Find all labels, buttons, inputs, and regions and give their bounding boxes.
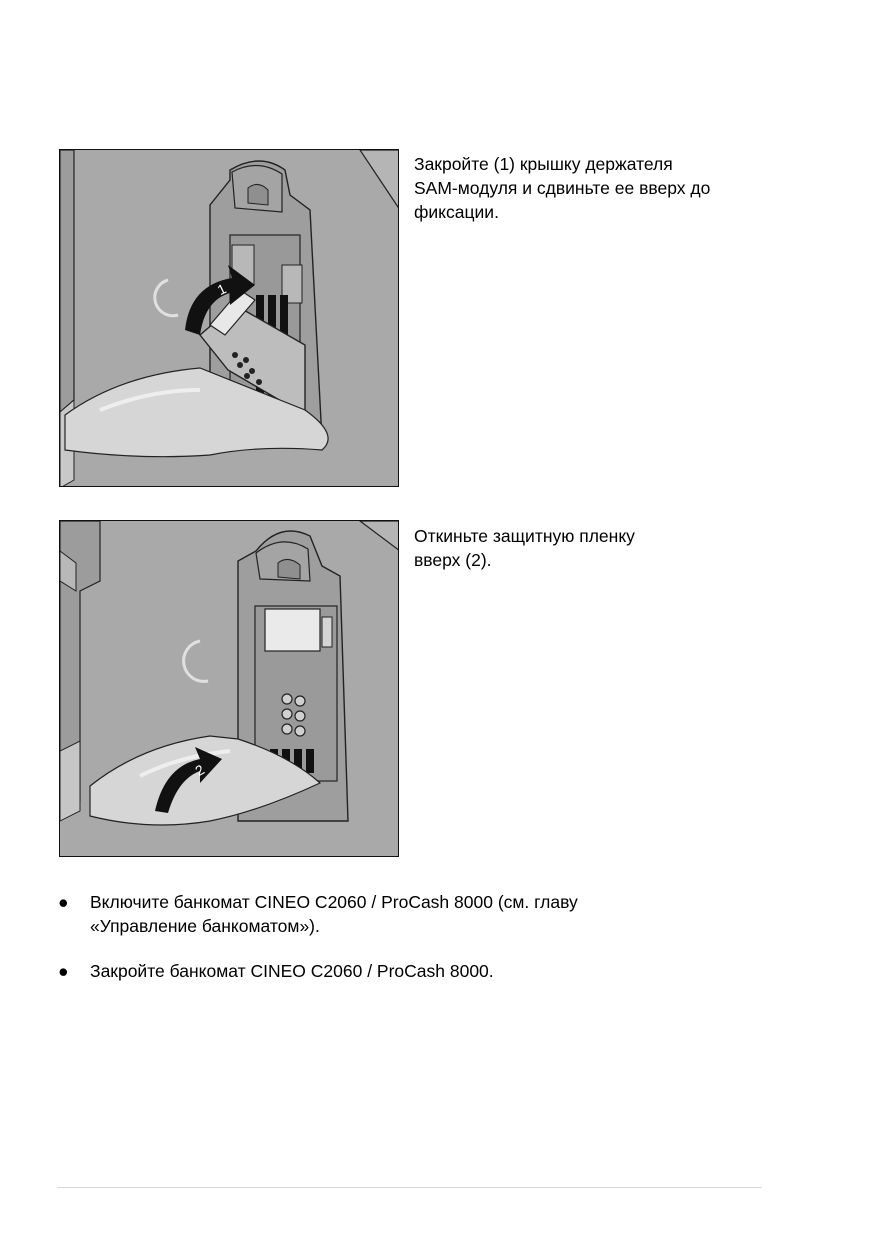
bullet-icon: ● [58, 892, 69, 912]
caption-step-2: Откиньте защитную пленку вверх (2). [414, 524, 774, 572]
sam-holder-drawing-2: 2 [60, 521, 398, 856]
illustration-close-sam-holder: 1 [59, 149, 399, 487]
caption-line: Закройте (1) крышку держателя [414, 154, 673, 174]
bullet-text: Закройте банкомат CINEO C2060 / ProCash … [90, 959, 494, 983]
bullet-line: Включите банкомат CINEO C2060 / ProCash … [90, 892, 578, 912]
caption-line: SAM-модуля и сдвиньте ее вверх до [414, 178, 711, 198]
sam-holder-drawing-1: 1 [60, 150, 398, 486]
footer-divider [57, 1187, 762, 1188]
bullet-text: Включите банкомат CINEO C2060 / ProCash … [90, 890, 578, 938]
caption-step-1: Закройте (1) крышку держателя SAM-модуля… [414, 152, 774, 224]
illustration-lift-protective-film: 2 [59, 520, 399, 857]
bullet-line: «Управление банкоматом»). [90, 916, 320, 936]
bullet-icon: ● [58, 961, 69, 981]
caption-line: Откиньте защитную пленку [414, 526, 635, 546]
bullet-item-close-atm: ● Закройте банкомат CINEO C2060 / ProCas… [58, 959, 758, 985]
bullet-item-power-on: ● Включите банкомат CINEO C2060 / ProCas… [58, 890, 758, 940]
bullet-line: Закройте банкомат CINEO C2060 / ProCash … [90, 961, 494, 981]
caption-line: фиксации. [414, 202, 499, 222]
caption-line: вверх (2). [414, 550, 492, 570]
